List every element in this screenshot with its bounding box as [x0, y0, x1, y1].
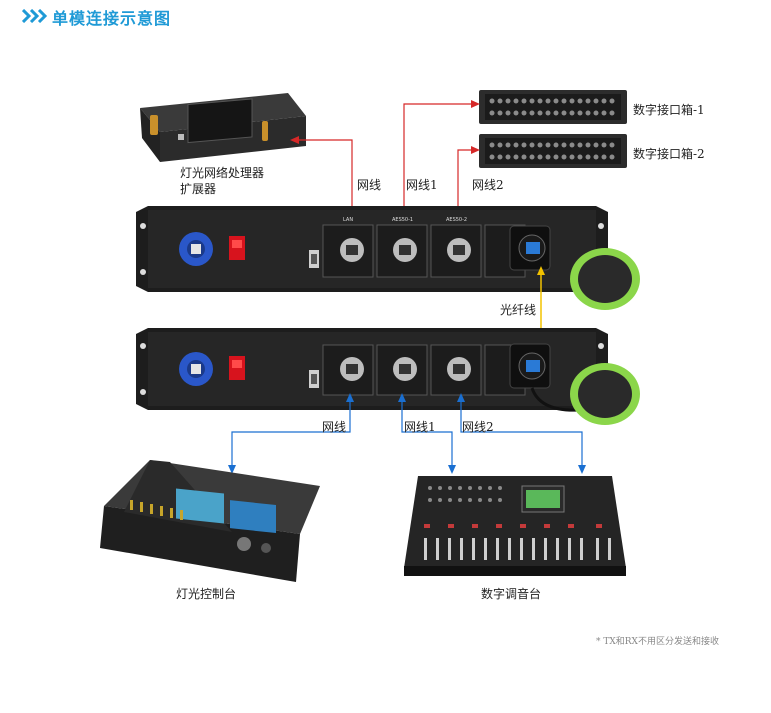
lighting-console-device	[100, 460, 320, 582]
rack-unit-top	[136, 206, 608, 292]
dust-cap-bottom	[570, 363, 640, 425]
arrow-up-icon	[398, 393, 406, 402]
arrow-right-icon	[471, 146, 480, 154]
top-links	[298, 103, 476, 218]
chevron-right-icon	[22, 9, 48, 23]
lighting-processor-label-2: 扩展器	[180, 182, 217, 196]
footnote: * TX和RX不用区分发送和接收	[596, 637, 719, 647]
port-lan-label: LAN	[343, 217, 354, 223]
page-title: 单模连接示意图	[52, 9, 172, 28]
bottom-aes1-link-label: 网线1	[404, 420, 436, 434]
top-aes1-link-label: 网线1	[406, 178, 438, 192]
lighting-processor-label-1: 灯光网络处理器	[180, 166, 265, 180]
audio-mixer-device	[404, 476, 626, 576]
dust-cap-top	[570, 248, 640, 310]
arrow-up-icon	[457, 393, 465, 402]
bottom-links	[231, 398, 583, 468]
top-lan-link-label: 网线	[357, 178, 382, 192]
bottom-lan-link-label: 网线	[322, 420, 347, 434]
lighting-processor-device	[140, 93, 306, 162]
interface-box-2-label: 数字接口箱-2	[633, 147, 705, 161]
rack-unit-bottom	[136, 328, 608, 412]
arrow-up-icon	[537, 266, 545, 275]
interface-box-1-label: 数字接口箱-1	[633, 103, 705, 117]
lighting-console-label: 灯光控制台	[176, 587, 237, 601]
interface-box-1	[479, 90, 627, 124]
bottom-aes2-link-label: 网线2	[462, 420, 494, 434]
audio-mixer-label: 数字调音台	[481, 587, 542, 601]
arrow-down-icon	[578, 465, 586, 474]
fiber-link-label: 光纤线	[500, 303, 537, 317]
port-aes2-label: AES50-2	[446, 217, 468, 223]
arrow-down-icon	[228, 465, 236, 474]
port-aes1-label: AES50-1	[392, 217, 414, 223]
top-aes2-link-label: 网线2	[472, 178, 504, 192]
arrow-right-icon	[471, 100, 480, 108]
arrow-down-icon	[448, 465, 456, 474]
arrow-left-icon	[290, 136, 299, 144]
interface-box-2	[479, 134, 627, 168]
arrow-up-icon	[346, 393, 354, 402]
